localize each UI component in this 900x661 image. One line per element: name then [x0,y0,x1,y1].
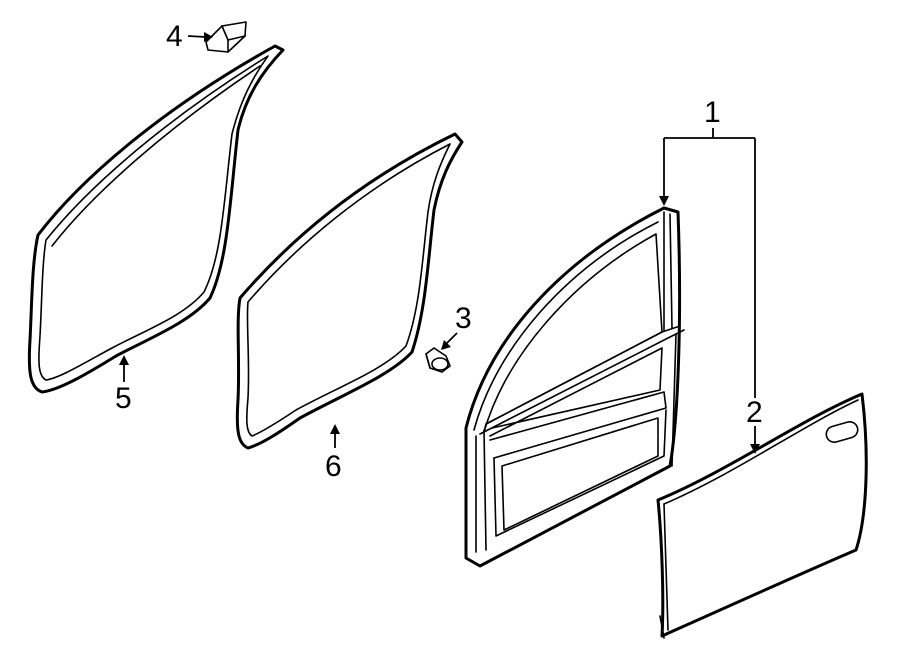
leader-6 [330,424,340,448]
leader-3 [441,332,458,350]
leader-1 [659,128,756,398]
callout-2: 2 [746,396,763,429]
callout-4: 4 [166,20,183,53]
callout-6: 6 [325,450,342,483]
part-6-weatherstrip [235,132,464,450]
leader-2 [750,426,760,454]
part-3-clip [425,347,451,373]
callout-1: 1 [704,96,721,129]
part-1-door-shell [464,206,685,568]
callout-5: 5 [115,382,132,415]
callout-3: 3 [455,302,472,335]
leader-4 [187,32,213,42]
leader-5 [119,355,129,382]
part-4-bumper [205,21,247,53]
part-5-weatherstrip [27,44,285,394]
part-2-door-panel [656,392,868,639]
